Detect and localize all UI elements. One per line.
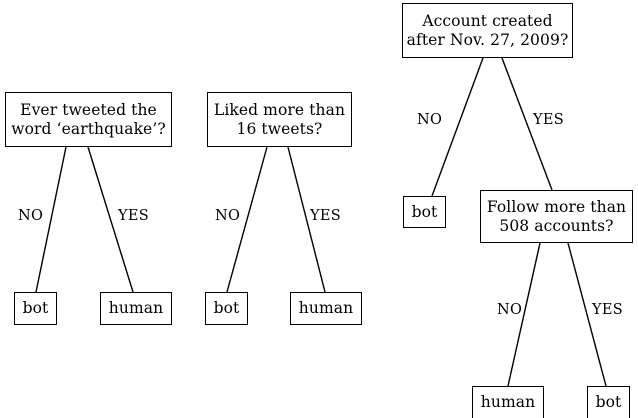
edge-label-yes: YES	[592, 302, 623, 318]
edge-label-yes: YES	[118, 208, 149, 224]
leaf-node-bot: bot	[205, 292, 248, 325]
tree-edge-no	[226, 146, 268, 293]
root-decision-node: Ever tweeted the word ‘earthquake’?	[5, 92, 172, 147]
edge-label-no: NO	[215, 208, 241, 224]
edge-label-no: NO	[417, 112, 443, 128]
leaf-node-bot: bot	[403, 196, 446, 228]
edge-label-yes: YES	[533, 112, 564, 128]
tree-edge-yes	[501, 57, 553, 191]
tree-edge-yes	[287, 146, 326, 293]
tree-edge-no	[507, 242, 541, 387]
tree-edge-yes	[567, 242, 607, 387]
root-decision-node: Account created after Nov. 27, 2009?	[402, 3, 573, 58]
edge-label-yes: YES	[310, 208, 341, 224]
tree-edge-yes	[87, 146, 134, 293]
tree-edge-no	[35, 146, 67, 293]
root-decision-node: Liked more than 16 tweets?	[207, 92, 352, 147]
tree-edge-no	[431, 57, 484, 197]
edge-label-no: NO	[18, 208, 44, 224]
leaf-node-bot: bot	[587, 386, 630, 418]
leaf-node-human: human	[472, 386, 544, 418]
edge-label-no: NO	[497, 302, 523, 318]
leaf-node-bot: bot	[14, 292, 57, 325]
decision-node: Follow more than 508 accounts?	[480, 190, 633, 243]
leaf-node-human: human	[290, 292, 362, 325]
leaf-node-human: human	[100, 292, 172, 325]
